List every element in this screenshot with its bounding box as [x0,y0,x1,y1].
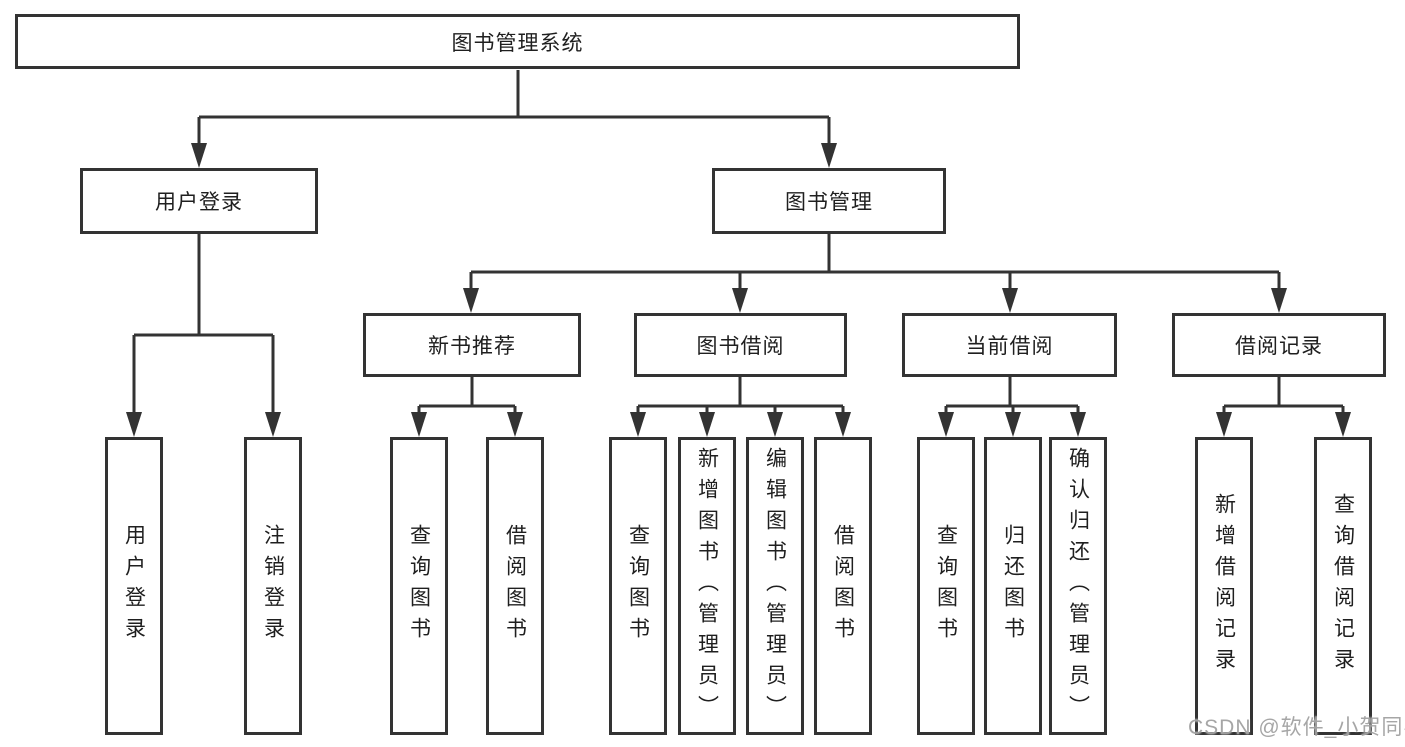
leaf-return-book: 归还图书 [984,437,1042,735]
leaf-borrow-books-borrow-label: 借阅图书 [831,524,855,648]
node-book-management-label: 图书管理 [785,191,873,214]
leaf-add-borrow-record-label: 新增借阅记录 [1212,493,1236,679]
leaf-add-book-admin-label: 新增图书（管理员） [695,446,719,726]
leaf-borrow-books-borrow: 借阅图书 [814,437,872,735]
leaf-logout-label: 注销登录 [261,524,285,648]
node-root: 图书管理系统 [15,14,1020,69]
node-book-management: 图书管理 [712,168,946,234]
leaf-add-borrow-record: 新增借阅记录 [1195,437,1253,735]
connector-book-management-branch [463,234,1287,313]
leaf-edit-book-admin: 编辑图书（管理员） [746,437,804,735]
leaf-user-login-label: 用户登录 [122,524,146,648]
node-book-borrowing: 图书借阅 [634,313,847,377]
leaf-edit-book-admin-label: 编辑图书（管理员） [763,446,787,726]
connector-new-book-branch [411,377,523,437]
leaf-query-books-borrow: 查询图书 [609,437,667,735]
node-root-label: 图书管理系统 [451,31,584,55]
node-borrowing-records: 借阅记录 [1172,313,1386,377]
leaf-user-login: 用户登录 [105,437,163,735]
leaf-query-books-current-label: 查询图书 [934,524,958,648]
connector-current-borrow-branch [938,377,1086,437]
node-book-borrowing-label: 图书借阅 [696,335,785,358]
leaf-query-books-current: 查询图书 [917,437,975,735]
leaf-query-books-borrow-label: 查询图书 [626,524,650,648]
node-user-login: 用户登录 [80,168,318,234]
leaf-add-book-admin: 新增图书（管理员） [678,437,736,735]
leaf-return-book-label: 归还图书 [1001,524,1025,648]
node-user-login-label: 用户登录 [155,191,243,214]
connector-root-to-level2 [191,70,837,168]
connector-borrow-record-branch [1216,377,1351,437]
leaf-confirm-return-admin-label: 确认归还（管理员） [1066,446,1090,726]
leaf-query-borrow-record: 查询借阅记录 [1314,437,1372,735]
leaf-confirm-return-admin: 确认归还（管理员） [1049,437,1107,735]
leaf-query-books-recommend-label: 查询图书 [407,524,431,648]
node-new-book-recommendation: 新书推荐 [363,313,581,377]
leaf-query-books-recommend: 查询图书 [390,437,448,735]
leaf-borrow-books-recommend: 借阅图书 [486,437,544,735]
leaf-query-borrow-record-label: 查询借阅记录 [1331,493,1355,679]
connector-book-borrow-branch [630,377,851,437]
csdn-watermark: CSDN @软件_小贺同学 [1188,716,1405,739]
node-borrowing-records-label: 借阅记录 [1235,335,1323,358]
node-new-book-recommendation-label: 新书推荐 [428,335,516,358]
node-current-borrowing-label: 当前借阅 [965,335,1054,358]
connector-user-login-branch [126,234,281,437]
leaf-borrow-books-recommend-label: 借阅图书 [503,524,527,648]
node-current-borrowing: 当前借阅 [902,313,1117,377]
leaf-logout: 注销登录 [244,437,302,735]
